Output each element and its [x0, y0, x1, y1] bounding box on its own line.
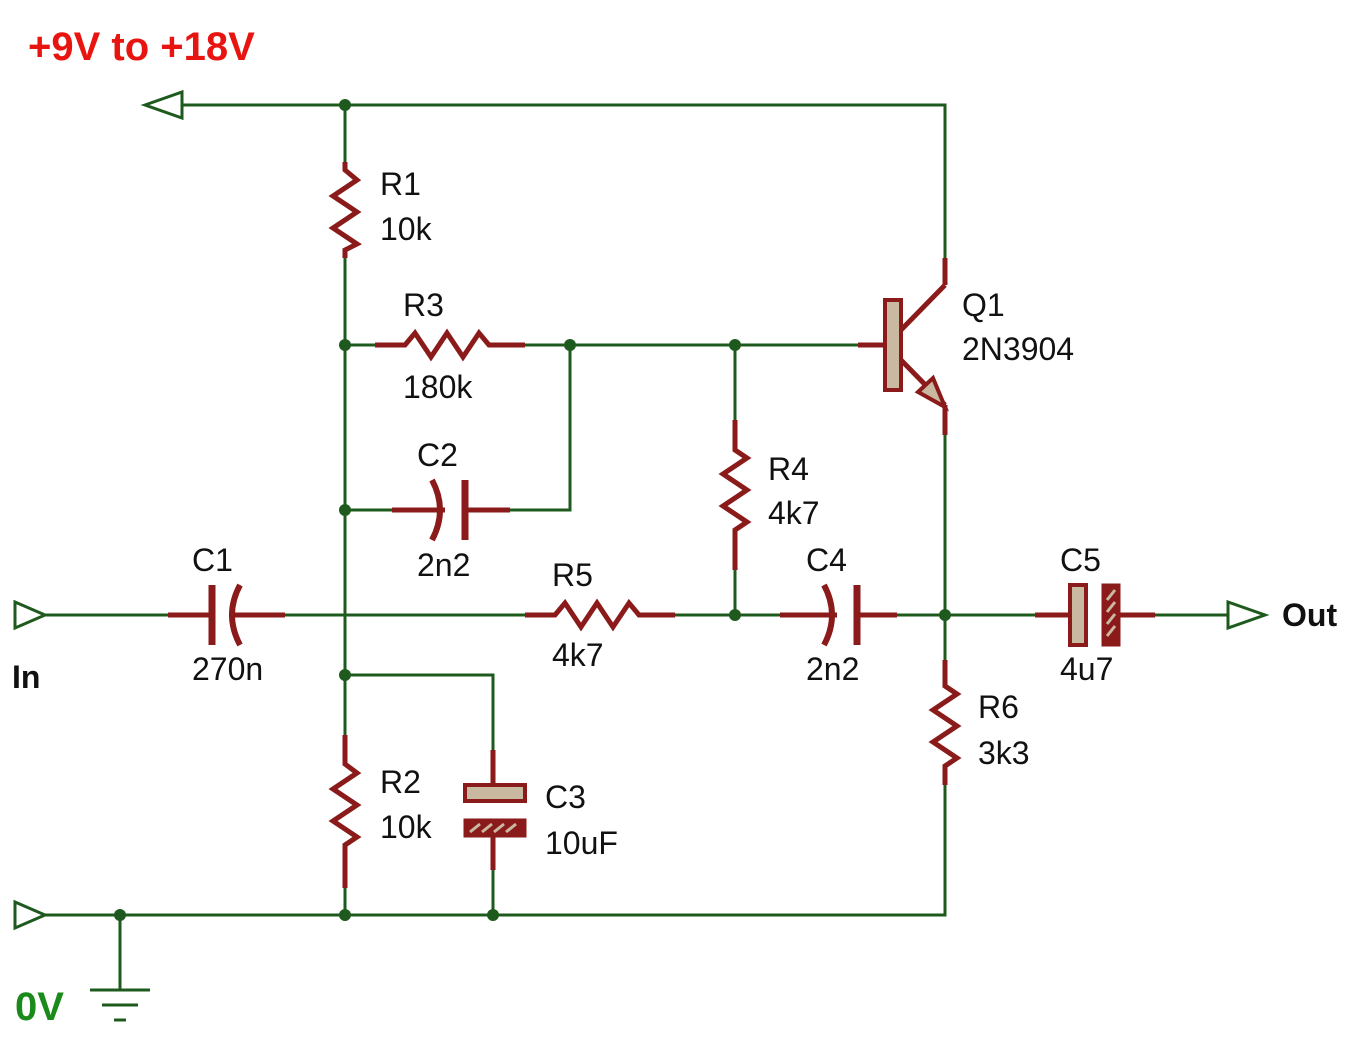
r1-ref: R1 [380, 166, 421, 202]
c2-ref: C2 [417, 437, 458, 473]
junction-dot [487, 909, 499, 921]
r2-ref: R2 [380, 764, 421, 800]
wires [43, 103, 1230, 992]
r6-value: 3k3 [978, 735, 1030, 771]
c1-value: 270n [192, 651, 263, 687]
junction-dot [339, 504, 351, 516]
r5-value: 4k7 [552, 637, 604, 673]
r3-ref: R3 [403, 287, 444, 323]
r2-value: 10k [380, 809, 433, 845]
transistor-q1 [858, 258, 950, 435]
resistor-r2 [328, 735, 362, 888]
supply-port-icon [140, 89, 184, 121]
r1-value: 10k [380, 211, 433, 247]
resistor-r6 [928, 660, 962, 785]
c2-value: 2n2 [417, 547, 470, 583]
r3-value: 180k [403, 369, 473, 405]
junction-dot [339, 339, 351, 351]
c5-ref: C5 [1060, 542, 1101, 578]
c5-value: 4u7 [1060, 651, 1113, 687]
c4-value: 2n2 [806, 651, 859, 687]
capacitor-c4 [780, 583, 897, 647]
emitter-arrow-icon [914, 374, 950, 412]
junction-dot [339, 99, 351, 111]
ground-symbol-icon [90, 988, 150, 1022]
input-port-icon [13, 599, 49, 631]
c3-value: 10uF [545, 825, 618, 861]
supply-rail [180, 103, 947, 260]
capacitor-c5 [1035, 583, 1155, 647]
input-label: In [12, 659, 40, 695]
resistor-r4 [718, 420, 752, 570]
junction-dot [339, 909, 351, 921]
ground-label: 0V [15, 985, 64, 1029]
q1-ref: Q1 [962, 287, 1005, 323]
c1-ref: C1 [192, 542, 233, 578]
r6-ref: R6 [978, 689, 1019, 725]
resistor-r1 [328, 162, 362, 258]
junctions [114, 99, 951, 921]
q1-value: 2N3904 [962, 331, 1074, 367]
capacitor-c2 [392, 478, 510, 542]
junction-dot [339, 669, 351, 681]
junction-dot [114, 909, 126, 921]
supply-label: +9V to +18V [28, 25, 255, 69]
r5-ref: R5 [552, 557, 593, 593]
junction-dot [939, 609, 951, 621]
c2-feedback-wire [508, 343, 572, 512]
junction-dot [729, 339, 741, 351]
capacitor-c1 [168, 583, 285, 647]
r4-ref: R4 [768, 451, 809, 487]
c4-ref: C4 [806, 542, 847, 578]
ground-port-icon [13, 899, 49, 931]
capacitor-c3 [463, 750, 527, 870]
junction-dot [729, 609, 741, 621]
resistor-r3 [375, 328, 525, 362]
junction-dot [564, 339, 576, 351]
output-port-icon [1226, 599, 1270, 631]
output-label: Out [1282, 597, 1337, 633]
c3-top-wire [343, 673, 495, 752]
resistor-r5 [525, 598, 675, 632]
r4-value: 4k7 [768, 495, 820, 531]
c3-ref: C3 [545, 779, 586, 815]
